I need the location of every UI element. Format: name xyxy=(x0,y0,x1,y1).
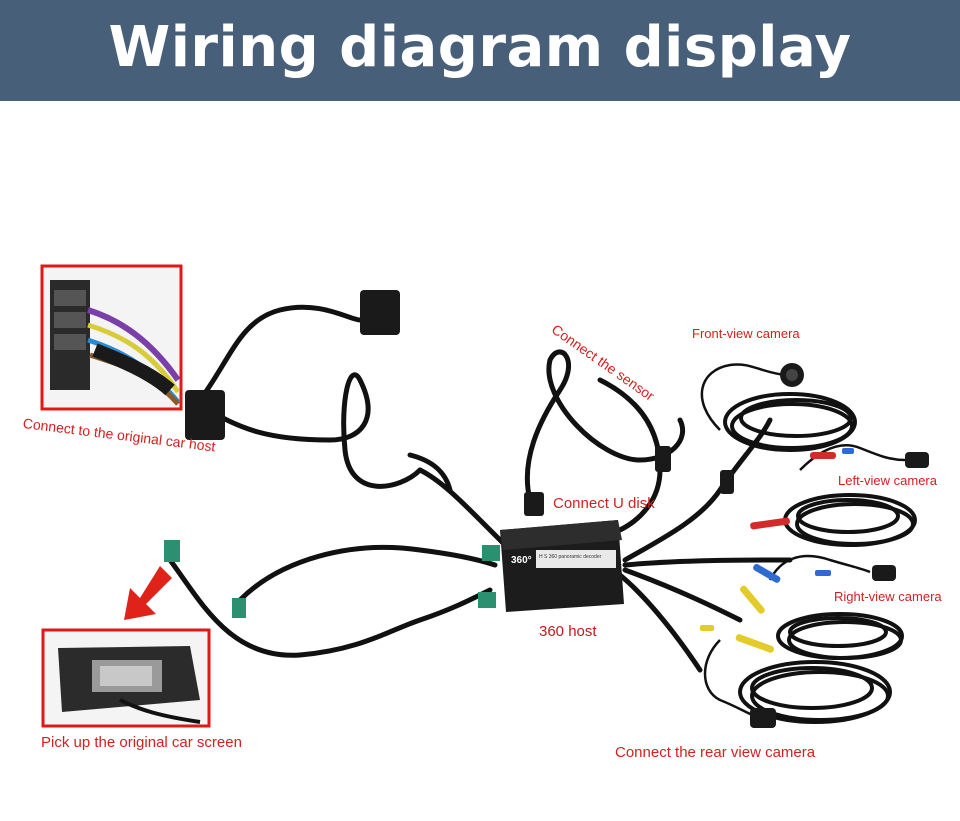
camera-icons xyxy=(750,363,929,728)
cable-harness xyxy=(167,304,793,673)
diagram-labels: Connect to the original car host Connect… xyxy=(0,101,960,821)
rca-connectors xyxy=(700,448,854,653)
label-360-host: 360 host xyxy=(539,623,597,640)
label-rear-camera: Connect the rear view camera xyxy=(615,744,816,761)
page-title: Wiring diagram display xyxy=(108,15,852,80)
original-host-inset xyxy=(40,264,183,411)
label-sensor: Connect the sensor xyxy=(548,321,658,404)
label-car-screen: Pick up the original car screen xyxy=(41,734,242,751)
label-right-camera: Right-view camera xyxy=(834,589,942,604)
decoder-name: H S 360 panoramic decoder xyxy=(539,554,602,560)
label-u-disk: Connect U disk xyxy=(553,495,655,512)
decoder-badge: 360° xyxy=(511,555,532,566)
label-original-host: Connect to the original car host xyxy=(22,415,217,455)
car-screen-inset xyxy=(41,628,211,728)
harness-connectors xyxy=(164,290,734,618)
label-front-camera: Front-view camera xyxy=(692,326,800,341)
title-banner: Wiring diagram display xyxy=(0,0,960,101)
label-left-camera: Left-view camera xyxy=(838,473,937,488)
decoder-box xyxy=(500,520,624,612)
red-arrow-icon xyxy=(124,566,172,620)
